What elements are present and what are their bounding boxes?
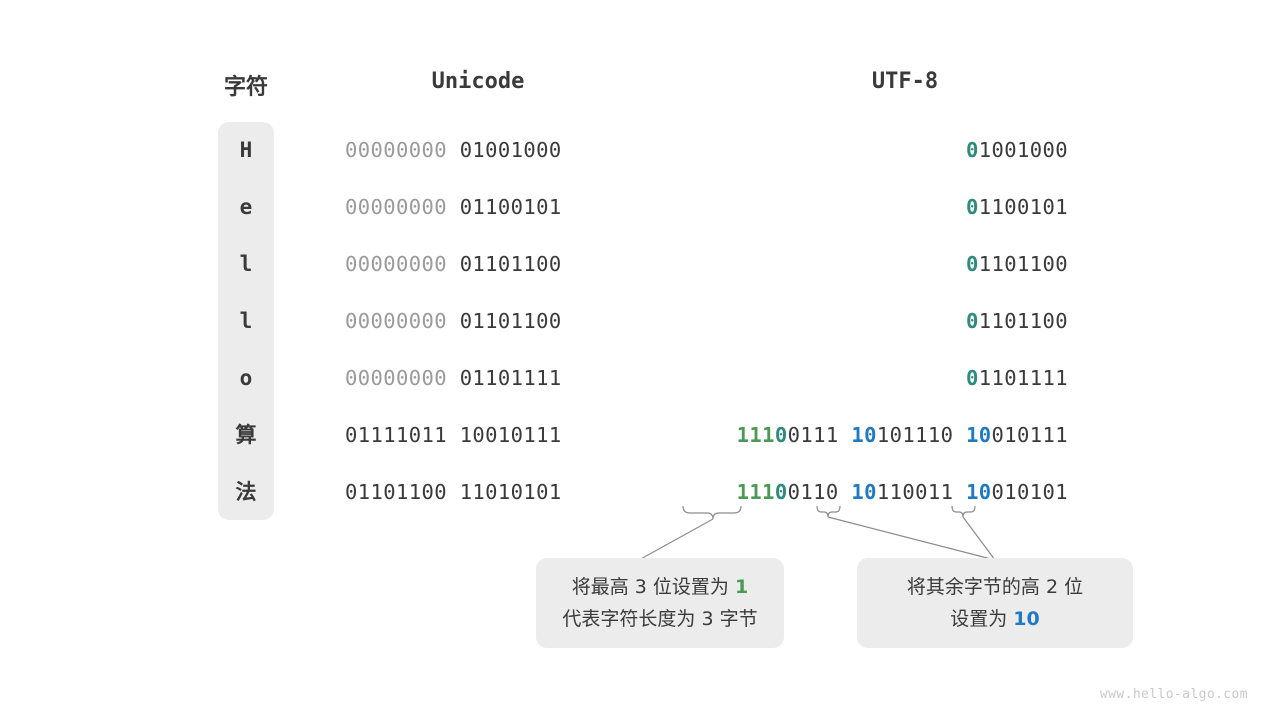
utf8-binary: 01101111 bbox=[966, 364, 1068, 392]
utf8-bit-segment: 0 bbox=[966, 195, 979, 219]
utf8-bit-segment: 10 bbox=[966, 423, 992, 447]
column-header-unicode: Unicode bbox=[431, 69, 525, 94]
utf8-bit-segment: 0 bbox=[774, 480, 788, 504]
character-cell: l bbox=[239, 309, 253, 333]
utf8-bit-segment: 111 bbox=[736, 480, 775, 504]
utf8-bit-segment: 0 bbox=[774, 423, 788, 447]
character-cell: o bbox=[239, 366, 253, 390]
character-cell: H bbox=[239, 138, 253, 162]
callout-text-segment: 1 bbox=[734, 576, 749, 598]
callout-leading-bits: 将最高 3 位设置为 1 代表字符长度为 3 字节 bbox=[536, 558, 784, 648]
utf8-bit-segment: 0 bbox=[966, 309, 979, 333]
utf8-bit-segment: 010101 bbox=[991, 480, 1068, 504]
unicode-binary: 01101100 11010101 bbox=[345, 478, 611, 506]
column-header-utf8: UTF-8 bbox=[871, 69, 939, 94]
callout-line: 将最高 3 位设置为 1 bbox=[572, 571, 748, 603]
utf8-binary: 01001000 bbox=[966, 136, 1068, 164]
utf8-bit-segment: 0111 bbox=[787, 423, 852, 447]
unicode-binary: 00000000 01100101 bbox=[345, 193, 611, 221]
watermark: www.hello-algo.com bbox=[1099, 687, 1248, 702]
column-header-character: 字符 bbox=[223, 75, 268, 100]
callout-text-segment: 设置为 bbox=[950, 608, 1014, 630]
unicode-high-byte: 01101100 bbox=[345, 480, 460, 504]
character-cell: l bbox=[239, 252, 253, 276]
utf8-bit-segment: 1101100 bbox=[978, 309, 1068, 333]
utf8-binary: 11100111 10101110 10010111 bbox=[737, 421, 1068, 449]
unicode-high-byte: 01111011 bbox=[345, 423, 460, 447]
unicode-high-byte: 00000000 bbox=[345, 195, 460, 219]
callout-text-segment: 代表字符长度为 3 字节 bbox=[562, 608, 758, 630]
unicode-low-byte: 01100101 bbox=[459, 195, 562, 219]
utf8-bit-segment: 0 bbox=[966, 138, 979, 162]
callout-line: 代表字符长度为 3 字节 bbox=[562, 603, 757, 635]
utf8-bit-segment: 10 bbox=[966, 480, 992, 504]
utf8-bit-segment: 0 bbox=[966, 366, 979, 390]
unicode-binary: 00000000 01101100 bbox=[345, 307, 611, 335]
unicode-low-byte: 01001000 bbox=[459, 138, 562, 162]
character-cell: 算 bbox=[235, 423, 257, 447]
callout-continuation-bits: 将其余字节的高 2 位设置为 10 bbox=[857, 558, 1133, 648]
callout-line: 将其余字节的高 2 位 bbox=[907, 571, 1083, 603]
unicode-low-byte: 01101100 bbox=[459, 252, 562, 276]
callout-text-segment: 10 bbox=[1013, 608, 1040, 630]
utf8-binary: 01100101 bbox=[966, 193, 1068, 221]
unicode-high-byte: 00000000 bbox=[345, 138, 460, 162]
unicode-high-byte: 00000000 bbox=[345, 252, 460, 276]
utf8-bit-segment: 1101100 bbox=[978, 252, 1068, 276]
unicode-low-byte: 11010101 bbox=[459, 480, 562, 504]
unicode-low-byte: 01101111 bbox=[459, 366, 562, 390]
callout-text-segment: 将其余字节的高 2 位 bbox=[906, 576, 1084, 598]
unicode-high-byte: 00000000 bbox=[345, 366, 460, 390]
unicode-binary: 01111011 10010111 bbox=[345, 421, 611, 449]
utf8-bit-segment: 1100101 bbox=[978, 195, 1068, 219]
utf8-bit-segment: 1001000 bbox=[978, 138, 1068, 162]
unicode-high-byte: 00000000 bbox=[345, 309, 460, 333]
utf8-bit-segment: 1101111 bbox=[978, 366, 1068, 390]
unicode-binary: 00000000 01101100 bbox=[345, 250, 611, 278]
utf8-bit-segment: 010111 bbox=[991, 423, 1068, 447]
utf8-bit-segment: 0110 bbox=[787, 480, 852, 504]
utf8-bit-segment: 10 bbox=[851, 480, 877, 504]
utf8-binary: 01101100 bbox=[966, 307, 1068, 335]
utf8-bit-segment: 110011 bbox=[876, 480, 967, 504]
utf8-bit-segment: 10 bbox=[851, 423, 877, 447]
unicode-low-byte: 10010111 bbox=[459, 423, 562, 447]
utf8-bit-segment: 111 bbox=[736, 423, 775, 447]
unicode-low-byte: 01101100 bbox=[459, 309, 562, 333]
unicode-binary: 00000000 01001000 bbox=[345, 136, 611, 164]
character-cell: 法 bbox=[235, 480, 257, 504]
character-cell: e bbox=[239, 195, 253, 219]
callout-text-segment: 将最高 3 位设置为 bbox=[571, 576, 735, 598]
utf8-bit-segment: 101110 bbox=[876, 423, 967, 447]
callout-line: 设置为 10 bbox=[950, 603, 1040, 635]
utf8-binary: 11100110 10110011 10010101 bbox=[737, 478, 1068, 506]
utf8-bit-segment: 0 bbox=[966, 252, 979, 276]
unicode-binary: 00000000 01101111 bbox=[345, 364, 611, 392]
utf8-binary: 01101100 bbox=[966, 250, 1068, 278]
